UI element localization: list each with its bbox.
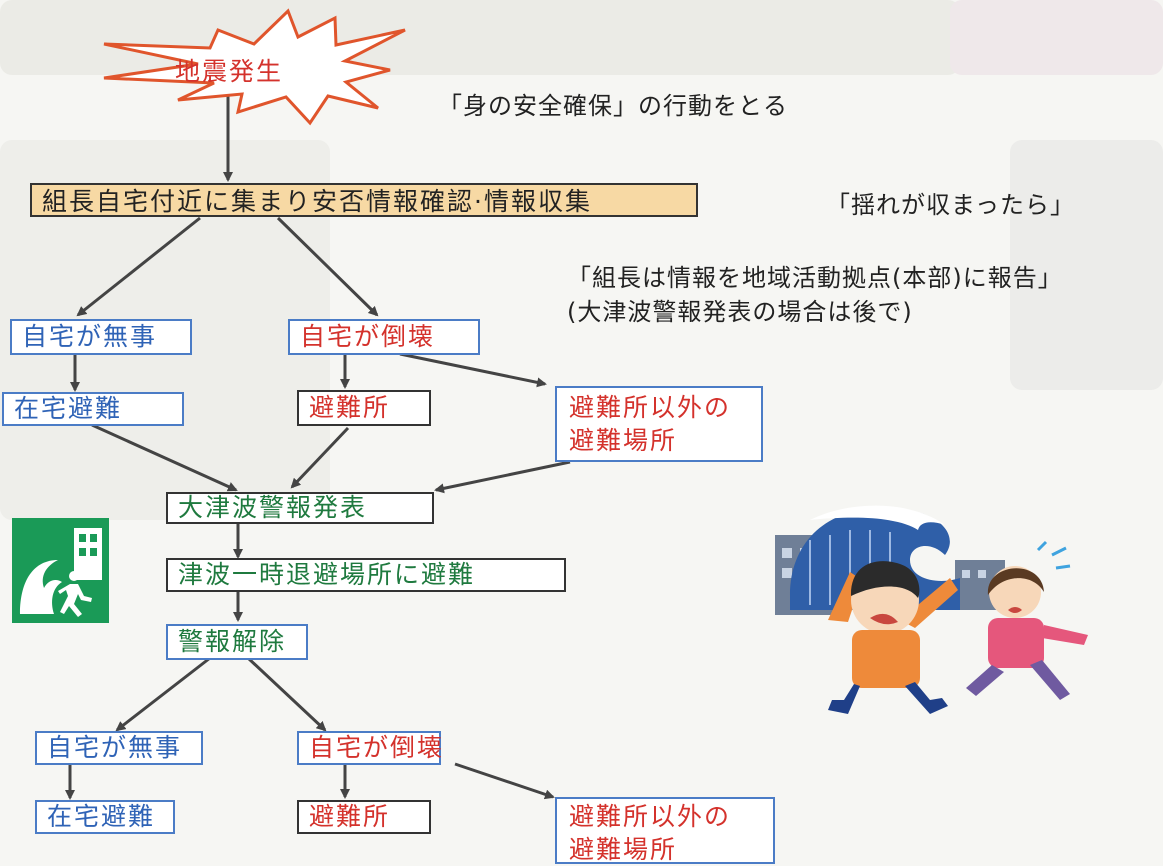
after-shaking-note: 「揺れが収まったら」 [826, 185, 1075, 220]
report-note: 「組長は情報を地域活動拠点(本部)に報告」 [567, 258, 1063, 293]
arrow [117, 658, 210, 730]
other-site-line1: 避難所以外の [569, 392, 749, 425]
home-safe-box-2: 自宅が無事 [35, 731, 203, 765]
arrow [78, 218, 200, 315]
arrow [436, 462, 570, 490]
arrow [455, 764, 553, 797]
arrow [400, 354, 545, 384]
tsunami-evacuation-icon [12, 518, 109, 623]
arrow [92, 425, 236, 490]
gather-box: 組長自宅付近に集まり安否情報確認·情報収集 [30, 183, 698, 217]
tsunami-warning-box: 大津波警報発表 [166, 492, 434, 524]
arrow [278, 218, 377, 315]
report-sub-note: (大津波警報発表の場合は後で) [567, 292, 913, 327]
other-site-line2: 避難場所 [569, 834, 761, 866]
shelter-box-2: 避難所 [297, 800, 431, 834]
arrow [292, 428, 348, 487]
home-collapsed-box-2: 自宅が倒壊 [297, 731, 441, 765]
trigger-label: 地震発生 [175, 52, 283, 88]
other-site-line2: 避難場所 [569, 425, 749, 458]
home-collapsed-box: 自宅が倒壊 [288, 319, 480, 355]
tsunami-escape-illustration [770, 500, 1100, 740]
other-evacuation-site-box-2: 避難所以外の 避難場所 [555, 797, 775, 864]
other-evacuation-site-box: 避難所以外の 避難場所 [555, 386, 763, 462]
warning-lifted-box: 警報解除 [166, 624, 308, 660]
stay-home-box-2: 在宅避難 [35, 800, 175, 834]
arrow [248, 658, 325, 730]
home-safe-box: 自宅が無事 [10, 319, 192, 355]
other-site-line1: 避難所以外の [569, 801, 761, 834]
evacuate-box: 津波一時退避場所に避難 [166, 558, 566, 592]
safety-note: 「身の安全確保」の行動をとる [438, 86, 788, 121]
stay-home-box: 在宅避難 [2, 392, 184, 426]
shelter-box: 避難所 [297, 390, 431, 426]
